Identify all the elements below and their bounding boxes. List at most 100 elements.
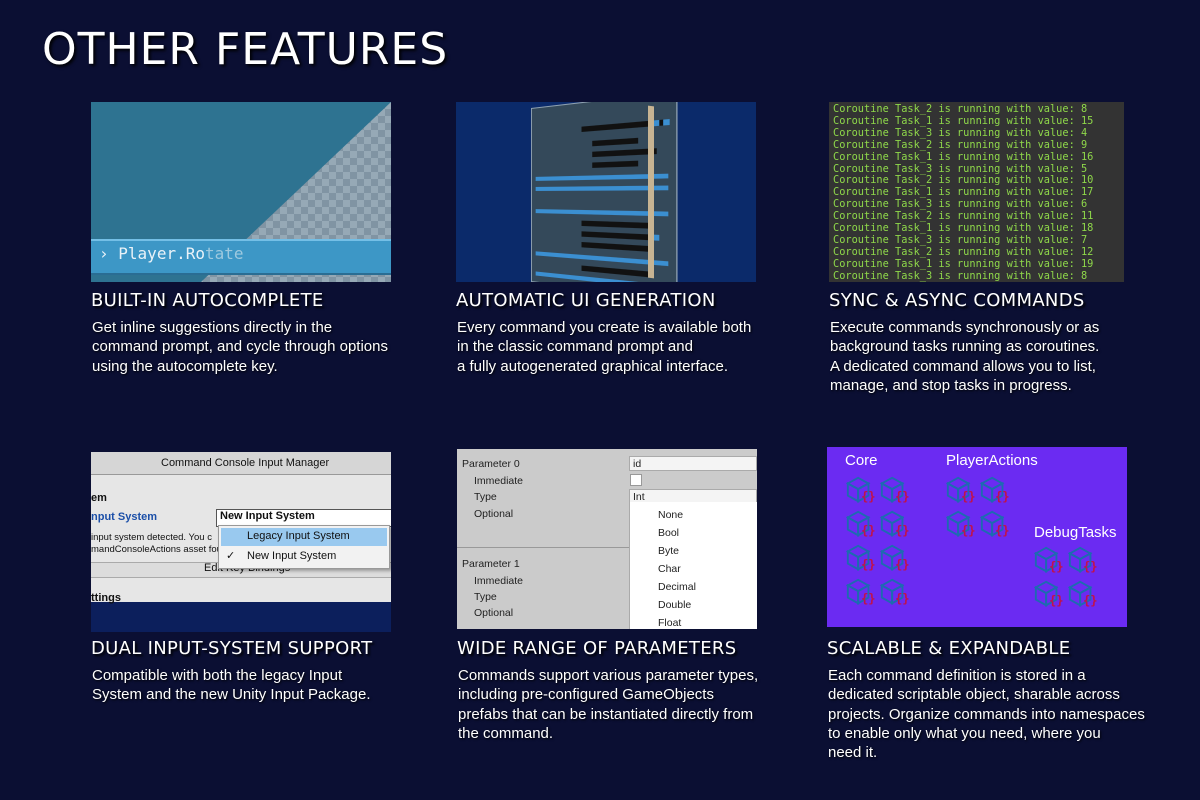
- svg-text:{}: {}: [895, 557, 909, 571]
- namespace-label: PlayerActions: [946, 452, 1038, 469]
- scriptable-object-icon: {}: [879, 578, 909, 605]
- console-line: Coroutine Task_1 is running with value: …: [833, 114, 1094, 127]
- type-option[interactable]: Float: [658, 617, 682, 629]
- svg-text:{}: {}: [895, 489, 909, 503]
- feature-title: SYNC & ASYNC COMMANDS: [829, 290, 1085, 311]
- optional-label: Optional: [474, 508, 514, 520]
- feature-title: BUILT-IN AUTOCOMPLETE: [91, 290, 324, 311]
- page-title: OTHER FEATURES: [42, 24, 449, 75]
- scriptable-object-icon: {}: [945, 510, 975, 537]
- scriptable-object-icon: {}: [845, 578, 875, 605]
- autocomplete-screenshot: › Player.Rotate: [91, 102, 391, 282]
- option-legacy-input[interactable]: Legacy Input System: [247, 530, 350, 542]
- param0-label: Parameter 0: [462, 458, 520, 470]
- feature-title: AUTOMATIC UI GENERATION: [456, 290, 716, 311]
- type-option[interactable]: Byte: [658, 545, 680, 557]
- scriptable-object-icon: {}: [845, 544, 875, 571]
- input-manager-screenshot: Command Console Input Manager em nput Sy…: [91, 452, 391, 632]
- generated-panel: [531, 102, 678, 282]
- id-value: id: [633, 458, 642, 470]
- console-line: Coroutine Task_2 is running with value: …: [833, 138, 1088, 151]
- console-line: Coroutine Task_1 is running with value: …: [833, 186, 1094, 199]
- svg-text:{}: {}: [1049, 559, 1063, 573]
- info-message-line: input system detected. You c: [91, 532, 212, 543]
- scriptable-object-icon: {}: [879, 510, 909, 537]
- type-value: Int: [633, 491, 645, 503]
- section-label: em: [91, 492, 107, 504]
- immediate-label: Immediate: [474, 575, 524, 587]
- id-field[interactable]: [629, 456, 757, 471]
- scriptable-object-icon: {}: [979, 476, 1009, 503]
- feature-title: DUAL INPUT-SYSTEM SUPPORT: [91, 638, 373, 659]
- type-option[interactable]: Double: [658, 599, 692, 611]
- type-option[interactable]: Char: [658, 563, 681, 575]
- command-prompt-bar: [91, 239, 391, 275]
- scriptable-object-icon: {}: [879, 476, 909, 503]
- param1-label: Parameter 1: [462, 558, 520, 570]
- immediate-checkbox[interactable]: [630, 474, 642, 486]
- optional-label: Optional: [474, 607, 514, 619]
- scriptable-object-icon: {}: [845, 510, 875, 537]
- suggestion-text: tate: [204, 244, 244, 263]
- svg-text:{}: {}: [1083, 593, 1097, 607]
- console-line: Coroutine Task_3 is running with value: …: [833, 198, 1088, 211]
- svg-text:{}: {}: [895, 523, 909, 537]
- svg-text:{}: {}: [961, 489, 975, 503]
- console-line: Coroutine Task_1 is running with value: …: [833, 257, 1094, 270]
- option-new-input[interactable]: New Input System: [247, 550, 337, 562]
- console-line: Coroutine Task_3 is running with value: …: [833, 162, 1088, 175]
- typed-text: Player.Ro: [118, 244, 205, 263]
- type-option[interactable]: Bool: [658, 527, 680, 539]
- type-option[interactable]: Decimal: [658, 581, 696, 593]
- ui-generation-screenshot: [456, 102, 756, 282]
- settings-label: ttings: [91, 592, 121, 604]
- scriptable-object-icon: {}: [1067, 546, 1097, 573]
- panel-edge: [648, 105, 654, 279]
- svg-text:{}: {}: [861, 557, 875, 571]
- namespace-label: Core: [845, 452, 878, 469]
- prompt-caret: ›: [99, 244, 109, 263]
- svg-text:{}: {}: [861, 489, 875, 503]
- namespaces-screenshot: Core PlayerActions DebugTasks {} {} {} {} {}…: [827, 447, 1127, 627]
- console-line: Coroutine Task_3 is running with value: …: [833, 126, 1088, 139]
- console-line: Coroutine Task_2 is running with value: …: [833, 174, 1094, 187]
- namespace-label: DebugTasks: [1034, 524, 1117, 541]
- separator: [457, 547, 629, 548]
- svg-text:{}: {}: [961, 523, 975, 537]
- scriptable-object-icon: {}: [879, 544, 909, 571]
- input-system-value: New Input System: [220, 510, 315, 522]
- scriptable-object-icon: {}: [945, 476, 975, 503]
- info-message-line: mandConsoleActions asset fou: [91, 544, 222, 555]
- scriptable-object-icon: {}: [1033, 580, 1063, 607]
- svg-text:{}: {}: [895, 591, 909, 605]
- svg-text:{}: {}: [861, 591, 875, 605]
- parameters-screenshot: Parameter 0 id Immediate Type Int Option…: [457, 449, 757, 629]
- scriptable-object-icon: {}: [845, 476, 875, 503]
- scriptable-object-icon: {}: [1067, 580, 1097, 607]
- feature-title: SCALABLE & EXPANDABLE: [827, 638, 1071, 659]
- console-line: Coroutine Task_2 is running with value: …: [833, 245, 1094, 258]
- console-line: Coroutine Task_3 is running with value: …: [833, 233, 1088, 246]
- input-manager-window: Command Console Input Manager em nput Sy…: [91, 452, 391, 604]
- svg-text:{}: {}: [1083, 559, 1097, 573]
- svg-text:{}: {}: [995, 489, 1009, 503]
- type-label: Type: [474, 591, 497, 603]
- svg-text:{}: {}: [1049, 593, 1063, 607]
- type-label: Type: [474, 491, 497, 503]
- feature-description: Every command you create is available bo…: [457, 319, 752, 375]
- type-options-list: None Bool Byte Char Decimal Double Float: [629, 502, 757, 629]
- feature-title: WIDE RANGE OF PARAMETERS: [457, 638, 737, 659]
- svg-text:{}: {}: [861, 523, 875, 537]
- immediate-label: Immediate: [474, 475, 524, 487]
- scriptable-object-icon: {}: [1033, 546, 1063, 573]
- input-system-label: nput System: [91, 511, 158, 523]
- scriptable-object-icon: {}: [979, 510, 1009, 537]
- console-line: Coroutine Task_1 is running with value: …: [833, 222, 1094, 234]
- console-line: Coroutine Task_2 is running with value: …: [833, 210, 1094, 223]
- type-option[interactable]: None: [658, 509, 684, 521]
- check-icon: ✓: [226, 550, 236, 562]
